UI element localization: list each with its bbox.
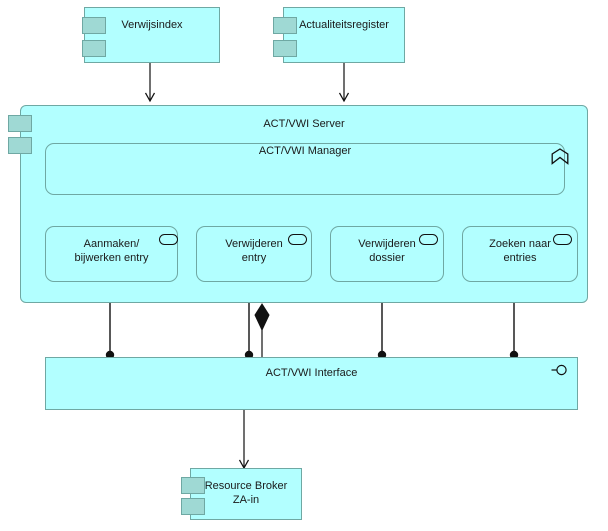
component-tab-icon xyxy=(82,17,106,34)
chevron-up-icon xyxy=(551,148,569,165)
rounded-rect-icon xyxy=(419,234,438,245)
rounded-rect-icon xyxy=(159,234,178,245)
connector-server-composition-interface xyxy=(254,303,270,357)
component-tab-icon xyxy=(181,477,205,494)
application-function-aanmaken-bijwerken-entry[interactable]: Aanmaken/ bijwerken entry xyxy=(45,226,178,282)
component-tab-icon xyxy=(273,40,297,57)
function-label: Aanmaken/ bijwerken entry xyxy=(74,238,149,264)
component-act-vwi-server-label: ACT/VWI Server xyxy=(263,118,345,130)
component-actualiteitsregister[interactable]: Actualiteitsregister xyxy=(283,7,405,63)
rounded-rect-icon xyxy=(288,234,307,245)
component-actualiteitsregister-label: Actualiteitsregister xyxy=(299,19,389,31)
component-act-vwi-interface-label: ACT/VWI Interface xyxy=(265,367,358,379)
application-component-act-vwi-manager[interactable]: ACT/VWI Manager xyxy=(45,143,565,195)
component-tab-icon xyxy=(273,17,297,34)
rounded-rect-icon xyxy=(553,234,572,245)
component-tab-icon xyxy=(82,40,106,57)
component-resource-broker-za-in-label: Resource Broker ZA-in xyxy=(204,480,288,506)
component-act-vwi-interface[interactable]: ACT/VWI Interface xyxy=(45,357,578,410)
component-resource-broker-za-in[interactable]: Resource Broker ZA-in xyxy=(190,468,302,520)
component-tab-icon xyxy=(181,498,205,515)
act-vwi-manager-label: ACT/VWI Manager xyxy=(258,145,352,157)
component-tab-icon xyxy=(8,115,32,132)
component-tab-icon xyxy=(8,137,32,154)
lollipop-provided-interface-icon xyxy=(551,364,567,376)
